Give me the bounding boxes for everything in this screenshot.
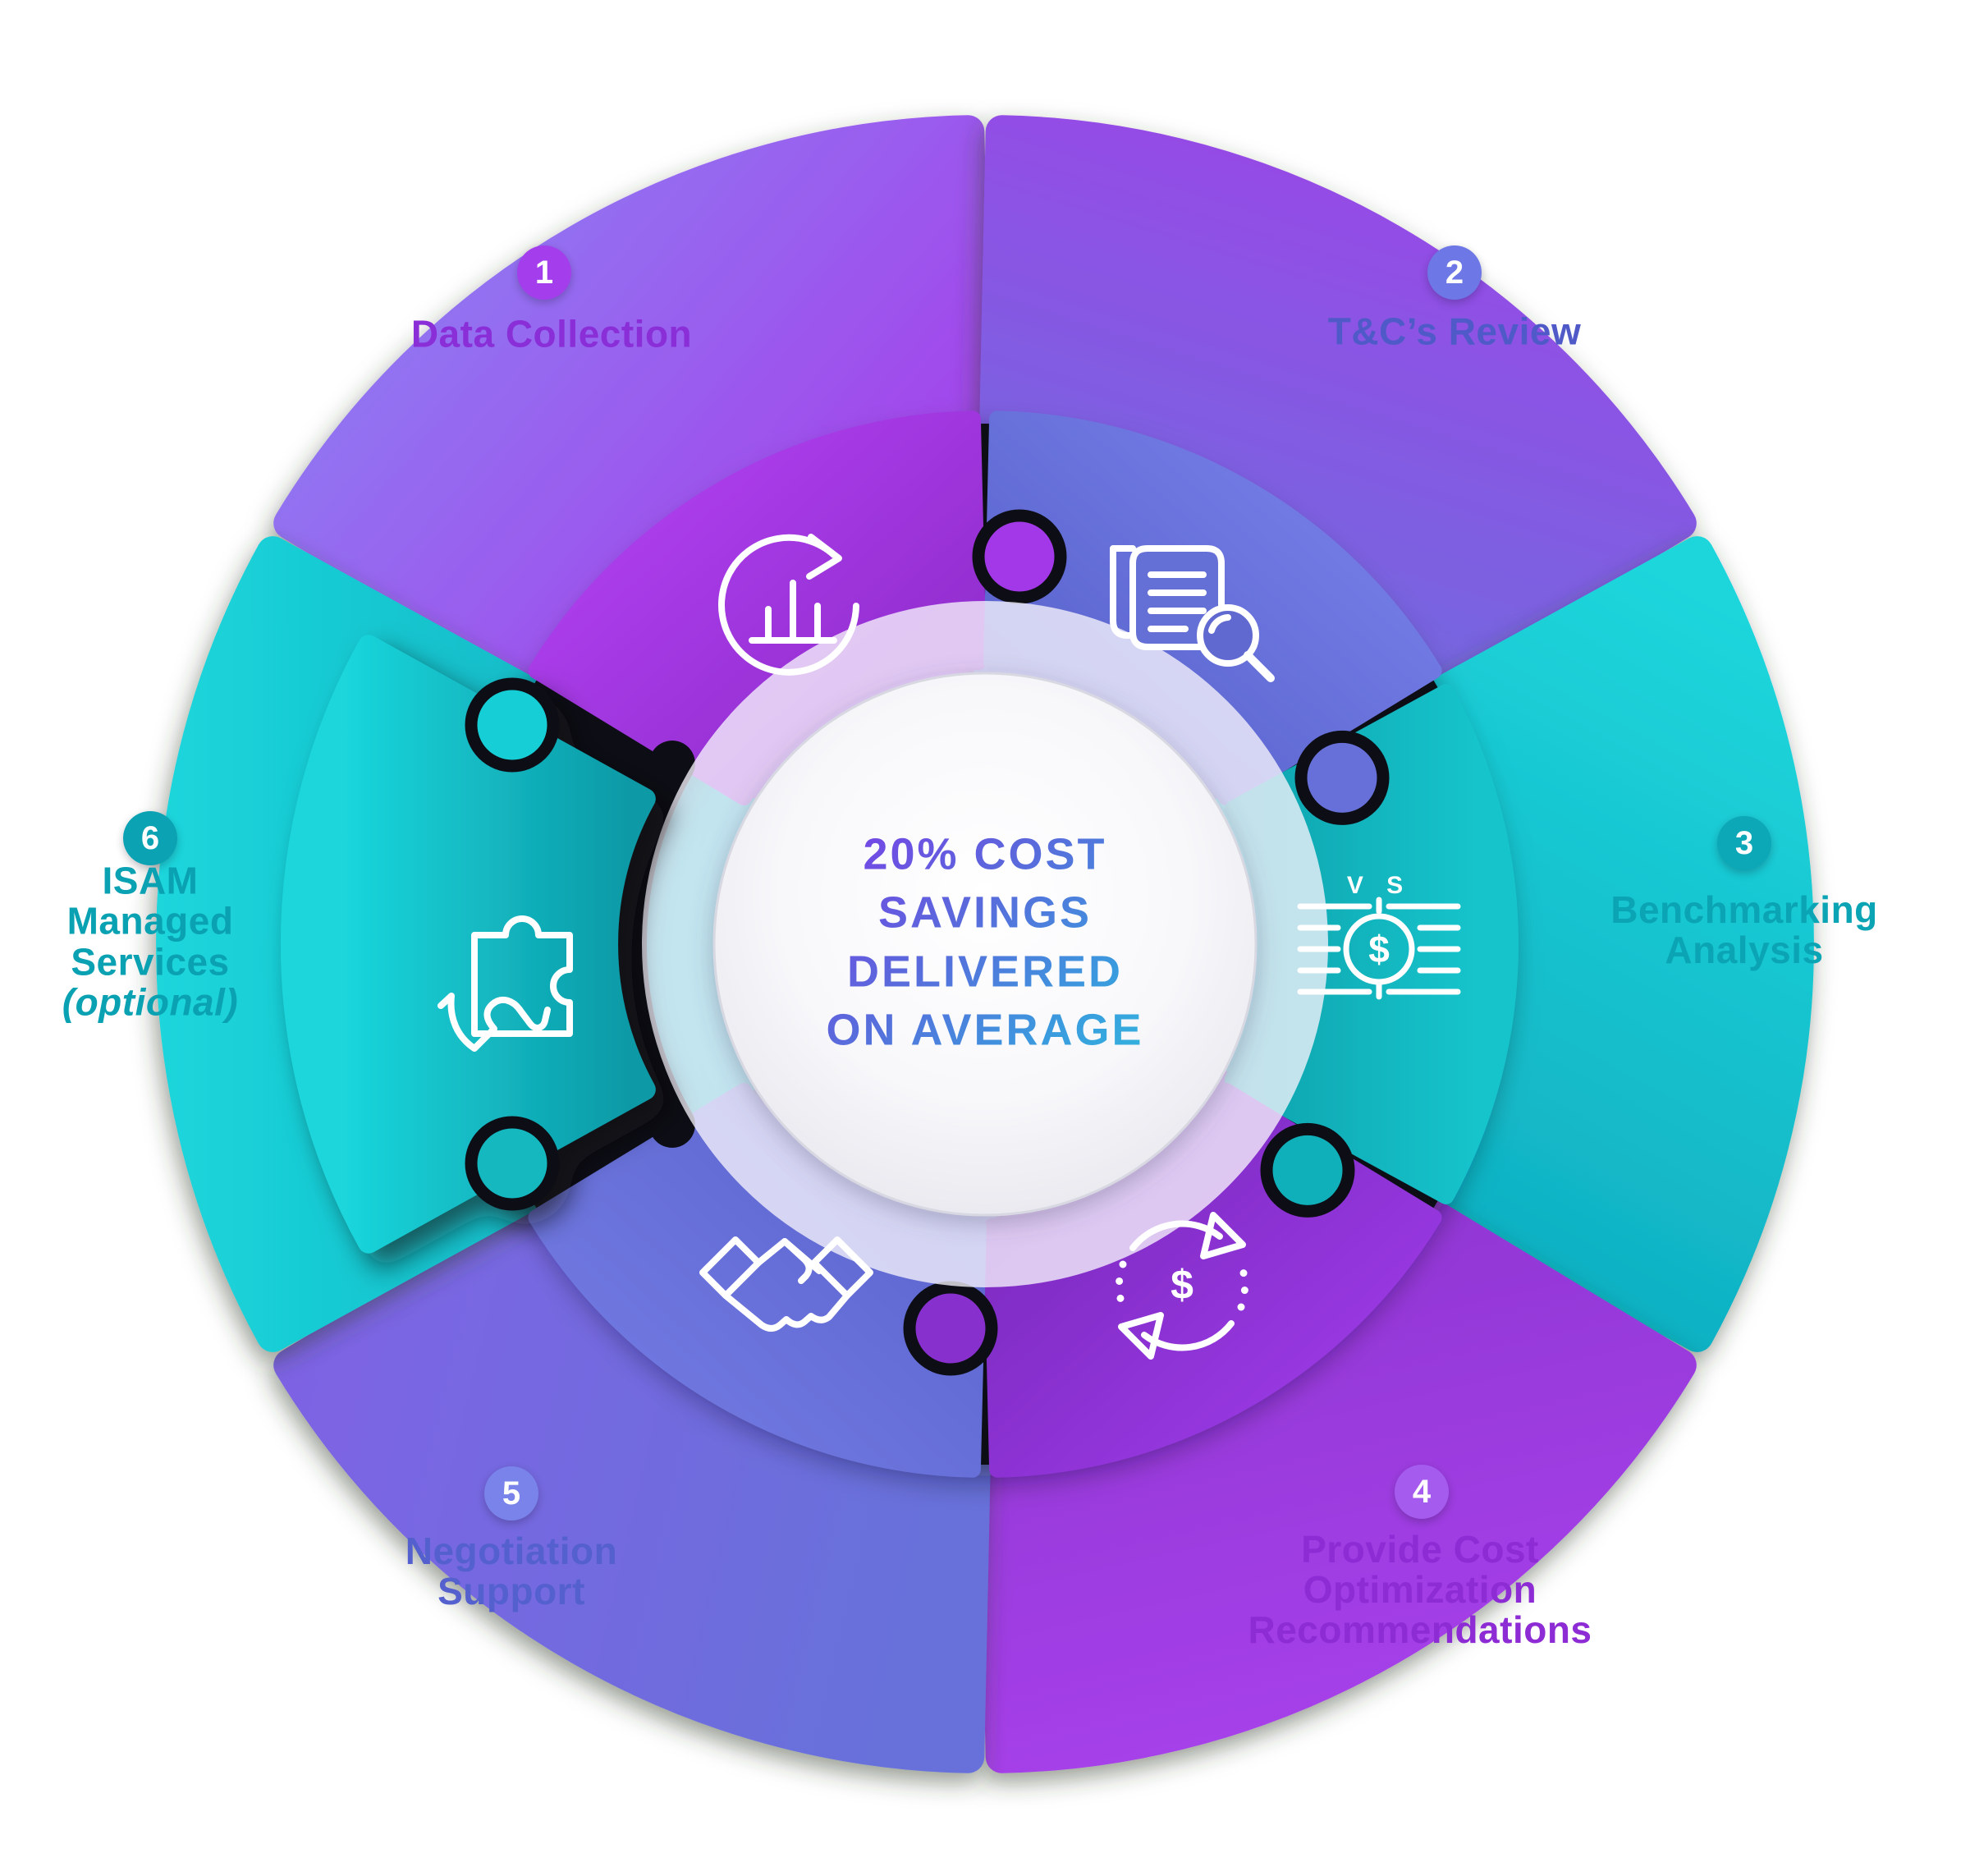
center-message: 20% COST SAVINGS DELIVERED ON AVERAGE [747, 825, 1223, 1059]
halo-ring [642, 601, 1328, 1287]
puzzle-hand-icon [438, 915, 573, 1052]
step-2-number: 2 [1445, 254, 1464, 291]
step-1-number: 1 [534, 254, 554, 291]
puzzle-knob-6-bottom [465, 1116, 560, 1211]
puzzle-knob-1-2 [972, 509, 1067, 604]
puzzle-piece-6 [280, 635, 656, 1254]
step-6-label-text: ISAM Managed Services [66, 859, 234, 983]
step-6-label-optional: (optional) [62, 980, 239, 1024]
step-2-badge: 2 [1427, 245, 1482, 300]
step-3-label: Benchmarking Analysis [1610, 888, 1878, 971]
step-3-number: 3 [1734, 824, 1754, 861]
handshake-icon [699, 1236, 873, 1332]
step-4-number: 4 [1412, 1473, 1432, 1510]
dollar-glyph: $ [1368, 928, 1390, 970]
step-2-label: T&C’s Review [1327, 310, 1582, 353]
puzzle-knob-3-4 [1260, 1122, 1355, 1218]
step-6-number: 6 [140, 819, 160, 856]
center-circle [712, 672, 1258, 1217]
refresh-chart-icon [718, 534, 859, 676]
puzzle-knob-2-3 [1294, 730, 1390, 825]
step-6-label: ISAM Managed Services (optional) [19, 820, 282, 1062]
step-3-badge: 3 [1717, 816, 1771, 870]
vs-text: V S [1347, 872, 1411, 899]
step-6-badge: 6 [123, 811, 177, 865]
step-4-badge: 4 [1395, 1465, 1449, 1519]
step-5-label: Negotiation Support [405, 1529, 618, 1612]
puzzle-knob-6-top [465, 677, 560, 773]
benchmark-vs-icon: V S $ [1297, 872, 1461, 1000]
step-1-label: Data Collection [410, 312, 693, 355]
step-5-badge: 5 [484, 1466, 538, 1521]
step-4-label: Provide Cost Optimization Recommendation… [1248, 1528, 1592, 1652]
step-1-badge: 1 [517, 245, 571, 300]
document-search-icon [1110, 545, 1275, 682]
puzzle-knob-4-5 [903, 1281, 998, 1376]
cost-cycle-icon: $ [1115, 1212, 1249, 1360]
step-5-number: 5 [502, 1475, 521, 1511]
dollar-glyph: $ [1171, 1262, 1193, 1308]
